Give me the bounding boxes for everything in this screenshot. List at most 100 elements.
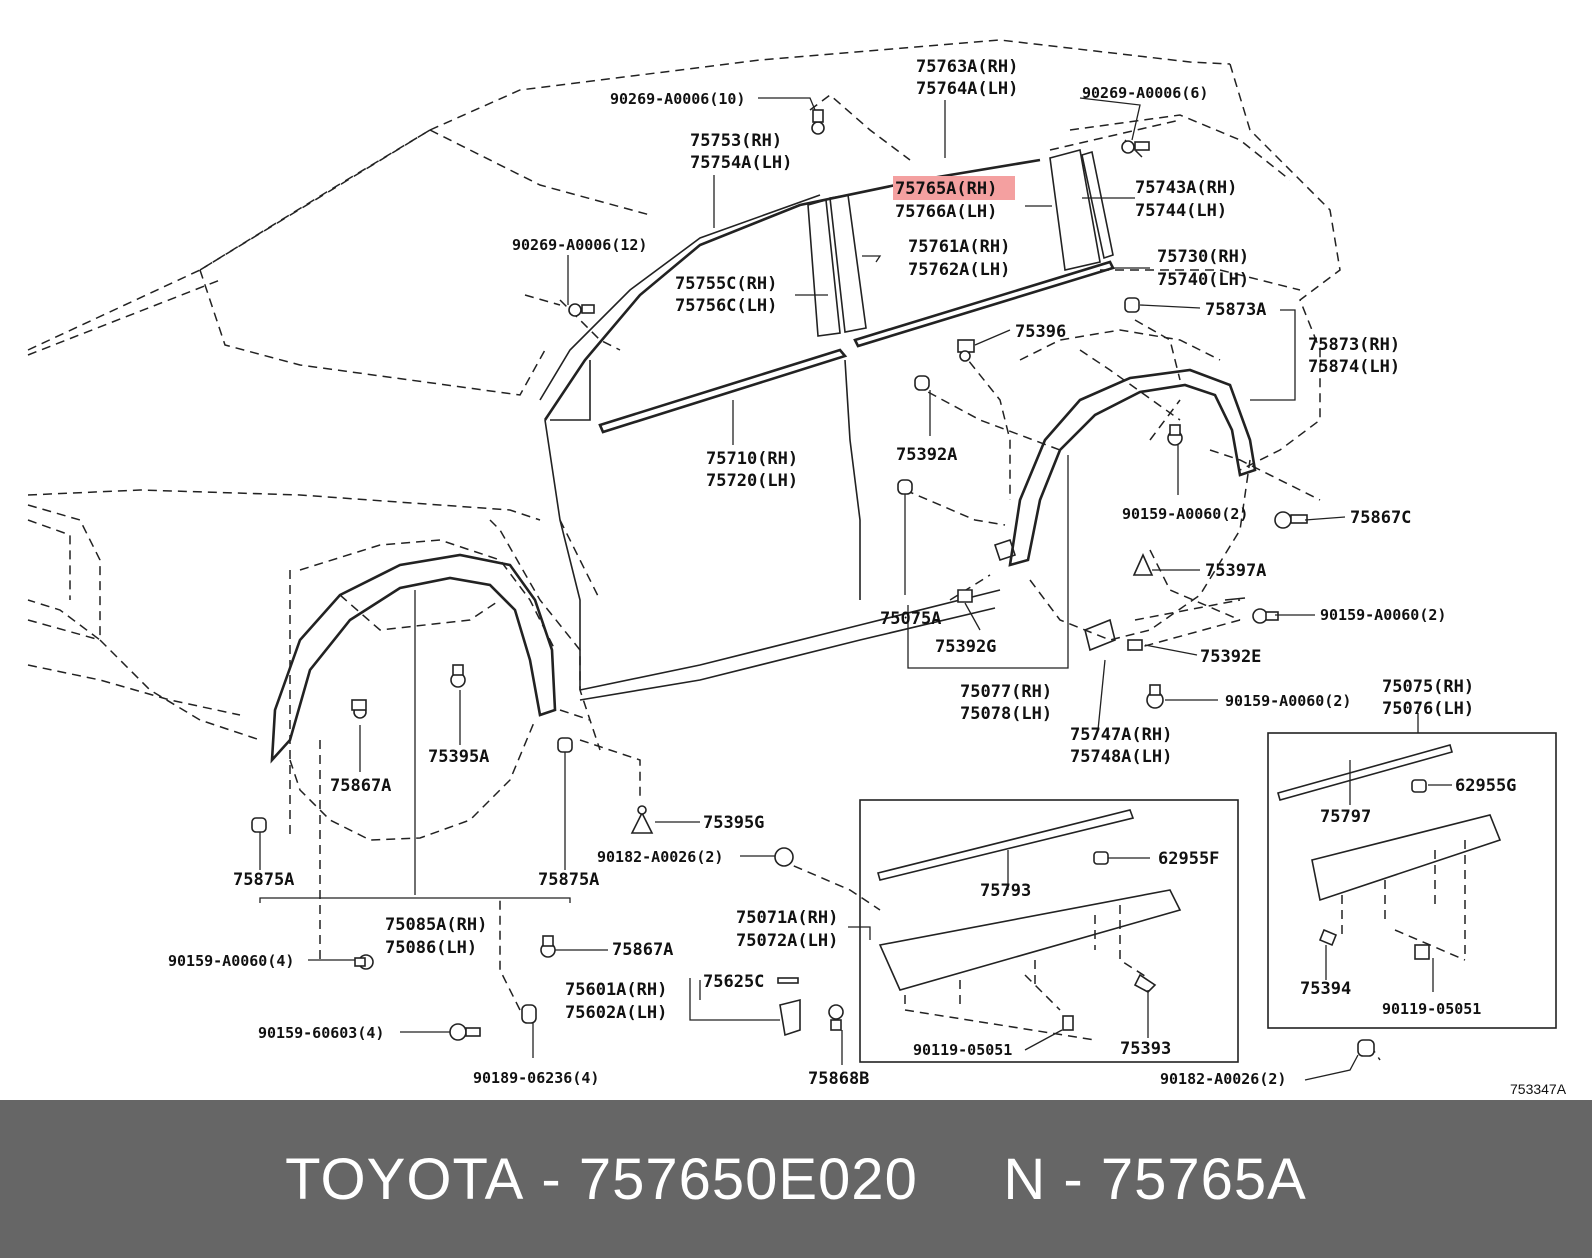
part-label[interactable]: 75086(LH)	[385, 938, 477, 958]
screw-icon	[1146, 684, 1164, 709]
part-label[interactable]: 75766A(LH)	[895, 202, 997, 222]
part-label[interactable]: 75747A(RH)	[1070, 725, 1172, 745]
part-label[interactable]: 75392A	[896, 445, 957, 465]
part-label[interactable]: 75392E	[1200, 647, 1261, 667]
ref-code[interactable]: 75765A	[1100, 1146, 1307, 1212]
screw-icon	[1252, 608, 1279, 624]
part-label[interactable]: 90159-60603(4)	[258, 1024, 384, 1042]
part-label[interactable]: 75625C	[703, 972, 764, 992]
vehicle-outline	[27, 39, 1341, 960]
part-label[interactable]: 90159-A0060(4)	[168, 952, 294, 970]
part-label[interactable]: 75867A	[330, 776, 391, 796]
part-label[interactable]: 75071A(RH)	[736, 908, 838, 928]
part-label[interactable]: 75396	[1015, 322, 1066, 342]
part-label[interactable]: 75077(RH)	[960, 682, 1052, 702]
part-label[interactable]: 62955F	[1158, 849, 1219, 869]
clip-icon	[914, 375, 930, 391]
part-symbols	[251, 109, 1375, 1057]
brand-name: TOYOTA	[285, 1146, 525, 1212]
clip-icon	[897, 479, 913, 495]
clip-icon	[521, 1004, 537, 1024]
part-label[interactable]: 75078(LH)	[960, 704, 1052, 724]
part-label[interactable]: 90159-A0060(2)	[1225, 692, 1351, 710]
part-label[interactable]: 75873(RH)	[1308, 335, 1400, 355]
part-label[interactable]: 90119-05051	[1382, 1000, 1481, 1018]
part-label[interactable]: 75740(LH)	[1157, 270, 1249, 290]
part-label[interactable]: 75730(RH)	[1157, 247, 1249, 267]
clip-icon	[774, 847, 794, 867]
part-label[interactable]: 75761A(RH)	[908, 237, 1010, 257]
part-label[interactable]: 75395A	[428, 747, 489, 767]
part-label[interactable]: 75874(LH)	[1308, 357, 1400, 377]
banner-separator: -	[524, 1146, 579, 1212]
part-label[interactable]: 62955G	[1455, 776, 1516, 796]
part-label[interactable]: 75392G	[935, 637, 996, 657]
part-label[interactable]: 75075A	[880, 609, 941, 629]
part-label[interactable]: 75076(LH)	[1382, 699, 1474, 719]
clip-icon	[251, 817, 267, 833]
screw-icon	[1274, 511, 1308, 529]
part-label[interactable]: 75748A(LH)	[1070, 747, 1172, 767]
diagram-reference: 753347A	[1510, 1081, 1567, 1097]
part-label[interactable]: 90269-A0006(12)	[512, 236, 647, 254]
ref-separator: -	[1046, 1146, 1101, 1212]
part-label[interactable]: 90159-A0060(2)	[1320, 606, 1446, 624]
part-label[interactable]: 90182-A0026(2)	[597, 848, 723, 866]
parts-diagram: 75763A(RH) 75764A(LH) 90269-A0006(10) 90…	[27, 39, 1567, 1097]
clip-icon	[1121, 140, 1150, 154]
part-label[interactable]: 90159-A0060(2)	[1122, 505, 1248, 523]
clip-icon	[557, 737, 573, 753]
clip-icon	[777, 977, 799, 984]
part-label[interactable]: 75867C	[1350, 508, 1411, 528]
part-label[interactable]: 90269-A0006(10)	[610, 90, 745, 108]
part-label[interactable]: 75394	[1300, 979, 1351, 999]
part-labels: 75763A(RH) 75764A(LH) 90269-A0006(10) 90…	[168, 57, 1567, 1097]
part-label[interactable]: 75873A	[1205, 300, 1266, 320]
part-label[interactable]: 75601A(RH)	[565, 980, 667, 1000]
part-label[interactable]: 75743A(RH)	[1135, 178, 1237, 198]
part-label[interactable]: 75764A(LH)	[916, 79, 1018, 99]
part-label[interactable]: 75395G	[703, 813, 764, 833]
part-label[interactable]: 75602A(LH)	[565, 1003, 667, 1023]
part-label[interactable]: 75867A	[612, 940, 673, 960]
part-label[interactable]: 90119-05051	[913, 1041, 1012, 1059]
part-label[interactable]: 75753(RH)	[690, 131, 782, 151]
part-label[interactable]: 90269-A0006(6)	[1082, 84, 1208, 102]
part-label[interactable]: 75762A(LH)	[908, 260, 1010, 280]
part-label[interactable]: 90182-A0026(2)	[1160, 1070, 1286, 1088]
part-label[interactable]: 75765A(RH)	[895, 179, 997, 199]
part-label[interactable]: 90189-06236(4)	[473, 1069, 599, 1087]
part-label[interactable]: 75072A(LH)	[736, 931, 838, 951]
screw-icon	[449, 1023, 481, 1041]
clip-icon	[450, 664, 466, 688]
clip-icon	[957, 339, 975, 362]
part-label[interactable]: 75755C(RH)	[675, 274, 777, 294]
part-label[interactable]: 75744(LH)	[1135, 201, 1227, 221]
part-number[interactable]: 757650E020	[578, 1146, 918, 1212]
clip-icon	[811, 109, 825, 135]
clip-icon	[568, 303, 595, 317]
screw-icon	[354, 954, 374, 970]
solid-leaders	[259, 97, 1452, 1081]
inset-rear-moulding	[1267, 732, 1557, 1029]
highlight-box	[893, 176, 1015, 200]
part-label[interactable]: 75793	[980, 881, 1031, 901]
part-label[interactable]: 75720(LH)	[706, 471, 798, 491]
banner-gap	[918, 1146, 1004, 1213]
part-label[interactable]: 75763A(RH)	[916, 57, 1018, 77]
clip-icon	[630, 805, 654, 834]
part-label[interactable]: 75075(RH)	[1382, 677, 1474, 697]
part-label[interactable]: 75085A(RH)	[385, 915, 487, 935]
part-label[interactable]: 75797	[1320, 807, 1371, 827]
part-label[interactable]: 75875A	[233, 870, 294, 890]
part-label[interactable]: 75393	[1120, 1039, 1171, 1059]
part-label[interactable]: 75754A(LH)	[690, 153, 792, 173]
part-label[interactable]: 75756C(LH)	[675, 296, 777, 316]
clip-icon	[957, 589, 973, 603]
part-label[interactable]: 75868B	[808, 1069, 869, 1089]
part-label[interactable]: 75875A	[538, 870, 599, 890]
part-label[interactable]: 75710(RH)	[706, 449, 798, 469]
ref-prefix: N	[1003, 1146, 1047, 1212]
part-label[interactable]: 75397A	[1205, 561, 1266, 581]
clip-icon	[828, 1004, 844, 1031]
